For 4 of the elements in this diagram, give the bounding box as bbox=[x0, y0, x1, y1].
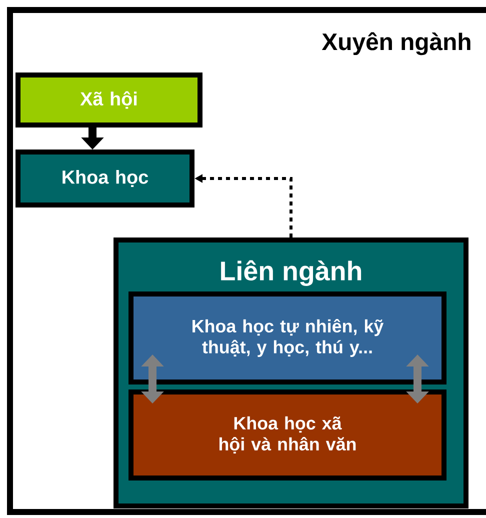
process-box: Xã hội bbox=[16, 72, 202, 128]
process-box: Khoa học xã hội và nhân văn bbox=[128, 390, 446, 480]
process-box: Khoa học tự nhiên, kỹ thuật, y học, thú y... bbox=[128, 292, 446, 384]
process-box: Khoa học bbox=[16, 150, 194, 208]
